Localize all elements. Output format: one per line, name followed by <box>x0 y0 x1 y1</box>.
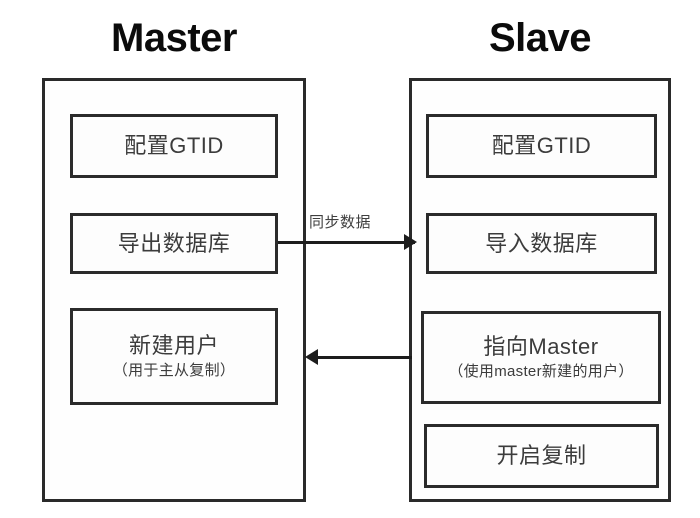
master-column-title: Master <box>111 16 237 60</box>
replication-back-connector-line <box>316 356 412 359</box>
slave-column-title: Slave <box>488 16 592 60</box>
slave-step-point-to-master[interactable]: 指向Master （使用master新建的用户） <box>421 311 661 404</box>
sync-data-connector-label: 同步数据 <box>309 214 372 231</box>
step-label: 导入数据库 <box>485 230 598 256</box>
slave-step-configure-gtid[interactable]: 配置GTID <box>426 114 657 178</box>
step-label: 新建用户 <box>128 332 219 358</box>
step-label: 开启复制 <box>496 443 587 469</box>
arrow-right-icon <box>404 234 417 250</box>
slave-step-import-database[interactable]: 导入数据库 <box>426 213 657 274</box>
step-label: 配置GTID <box>491 133 592 159</box>
step-label: 指向Master <box>483 333 599 359</box>
master-step-export-database[interactable]: 导出数据库 <box>70 213 278 274</box>
slave-step-start-replication[interactable]: 开启复制 <box>424 424 659 488</box>
step-sublabel: （用于主从复制） <box>112 361 236 379</box>
sync-data-connector-line <box>278 241 415 244</box>
step-sublabel: （使用master新建的用户） <box>448 362 634 380</box>
master-step-create-user[interactable]: 新建用户 （用于主从复制） <box>70 308 278 405</box>
step-label: 配置GTID <box>124 133 224 159</box>
arrow-left-icon <box>305 349 318 365</box>
master-step-configure-gtid[interactable]: 配置GTID <box>70 114 278 178</box>
step-label: 导出数据库 <box>117 230 231 256</box>
